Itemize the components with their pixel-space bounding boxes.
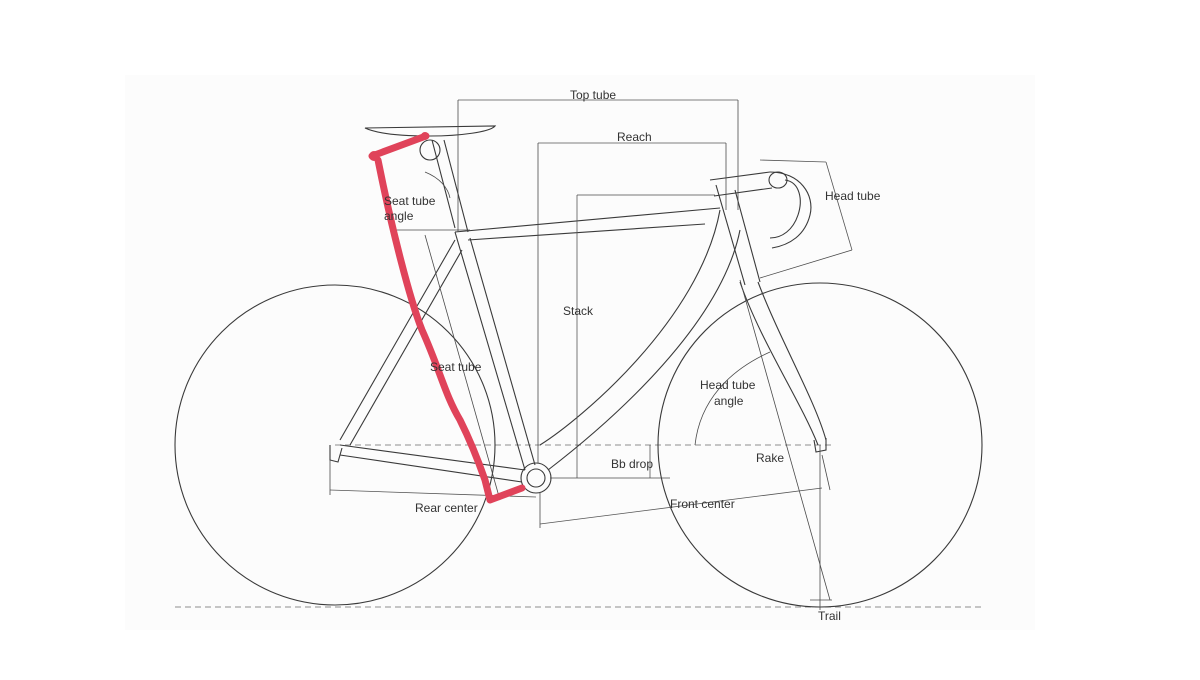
saddle	[364, 125, 497, 137]
label-stack: Stack	[563, 304, 594, 318]
head-tube-angle-arc	[694, 351, 771, 446]
label-head-tube-angle-1: Head tube	[700, 378, 756, 392]
seat-clamp	[419, 139, 441, 161]
label-trail: Trail	[818, 609, 841, 623]
label-reach: Reach	[617, 130, 652, 144]
rear-dropout	[329, 445, 343, 463]
stem	[709, 171, 771, 181]
label-top-tube: Top tube	[570, 88, 616, 102]
red-highlight-stroke	[368, 132, 526, 504]
label-bb-drop: Bb drop	[611, 457, 653, 471]
rear-wheel	[174, 284, 496, 606]
chain-stay	[339, 444, 526, 471]
label-front-center: Front center	[670, 497, 735, 511]
dimension-lines	[329, 99, 853, 610]
label-seat-tube-angle-2: angle	[384, 209, 414, 223]
front-dropout	[813, 438, 827, 453]
front-center-dimension	[539, 487, 823, 525]
seat-tube	[454, 231, 526, 471]
label-rake: Rake	[756, 451, 784, 465]
head-tube	[715, 184, 746, 286]
top-tube	[454, 207, 721, 233]
head-tube-dimension	[825, 161, 853, 251]
label-rear-center: Rear center	[415, 501, 478, 515]
seat-tube-angle-arc	[424, 171, 451, 199]
frame	[329, 125, 827, 494]
diagram-panel	[125, 75, 1035, 630]
label-head-tube: Head tube	[825, 189, 881, 203]
label-seat-tube: Seat tube	[430, 360, 482, 374]
down-tube	[539, 209, 721, 446]
handlebar	[769, 171, 812, 249]
fork	[739, 281, 819, 446]
label-seat-tube-angle-1: Seat tube	[384, 194, 436, 208]
label-head-tube-angle-2: angle	[714, 394, 744, 408]
